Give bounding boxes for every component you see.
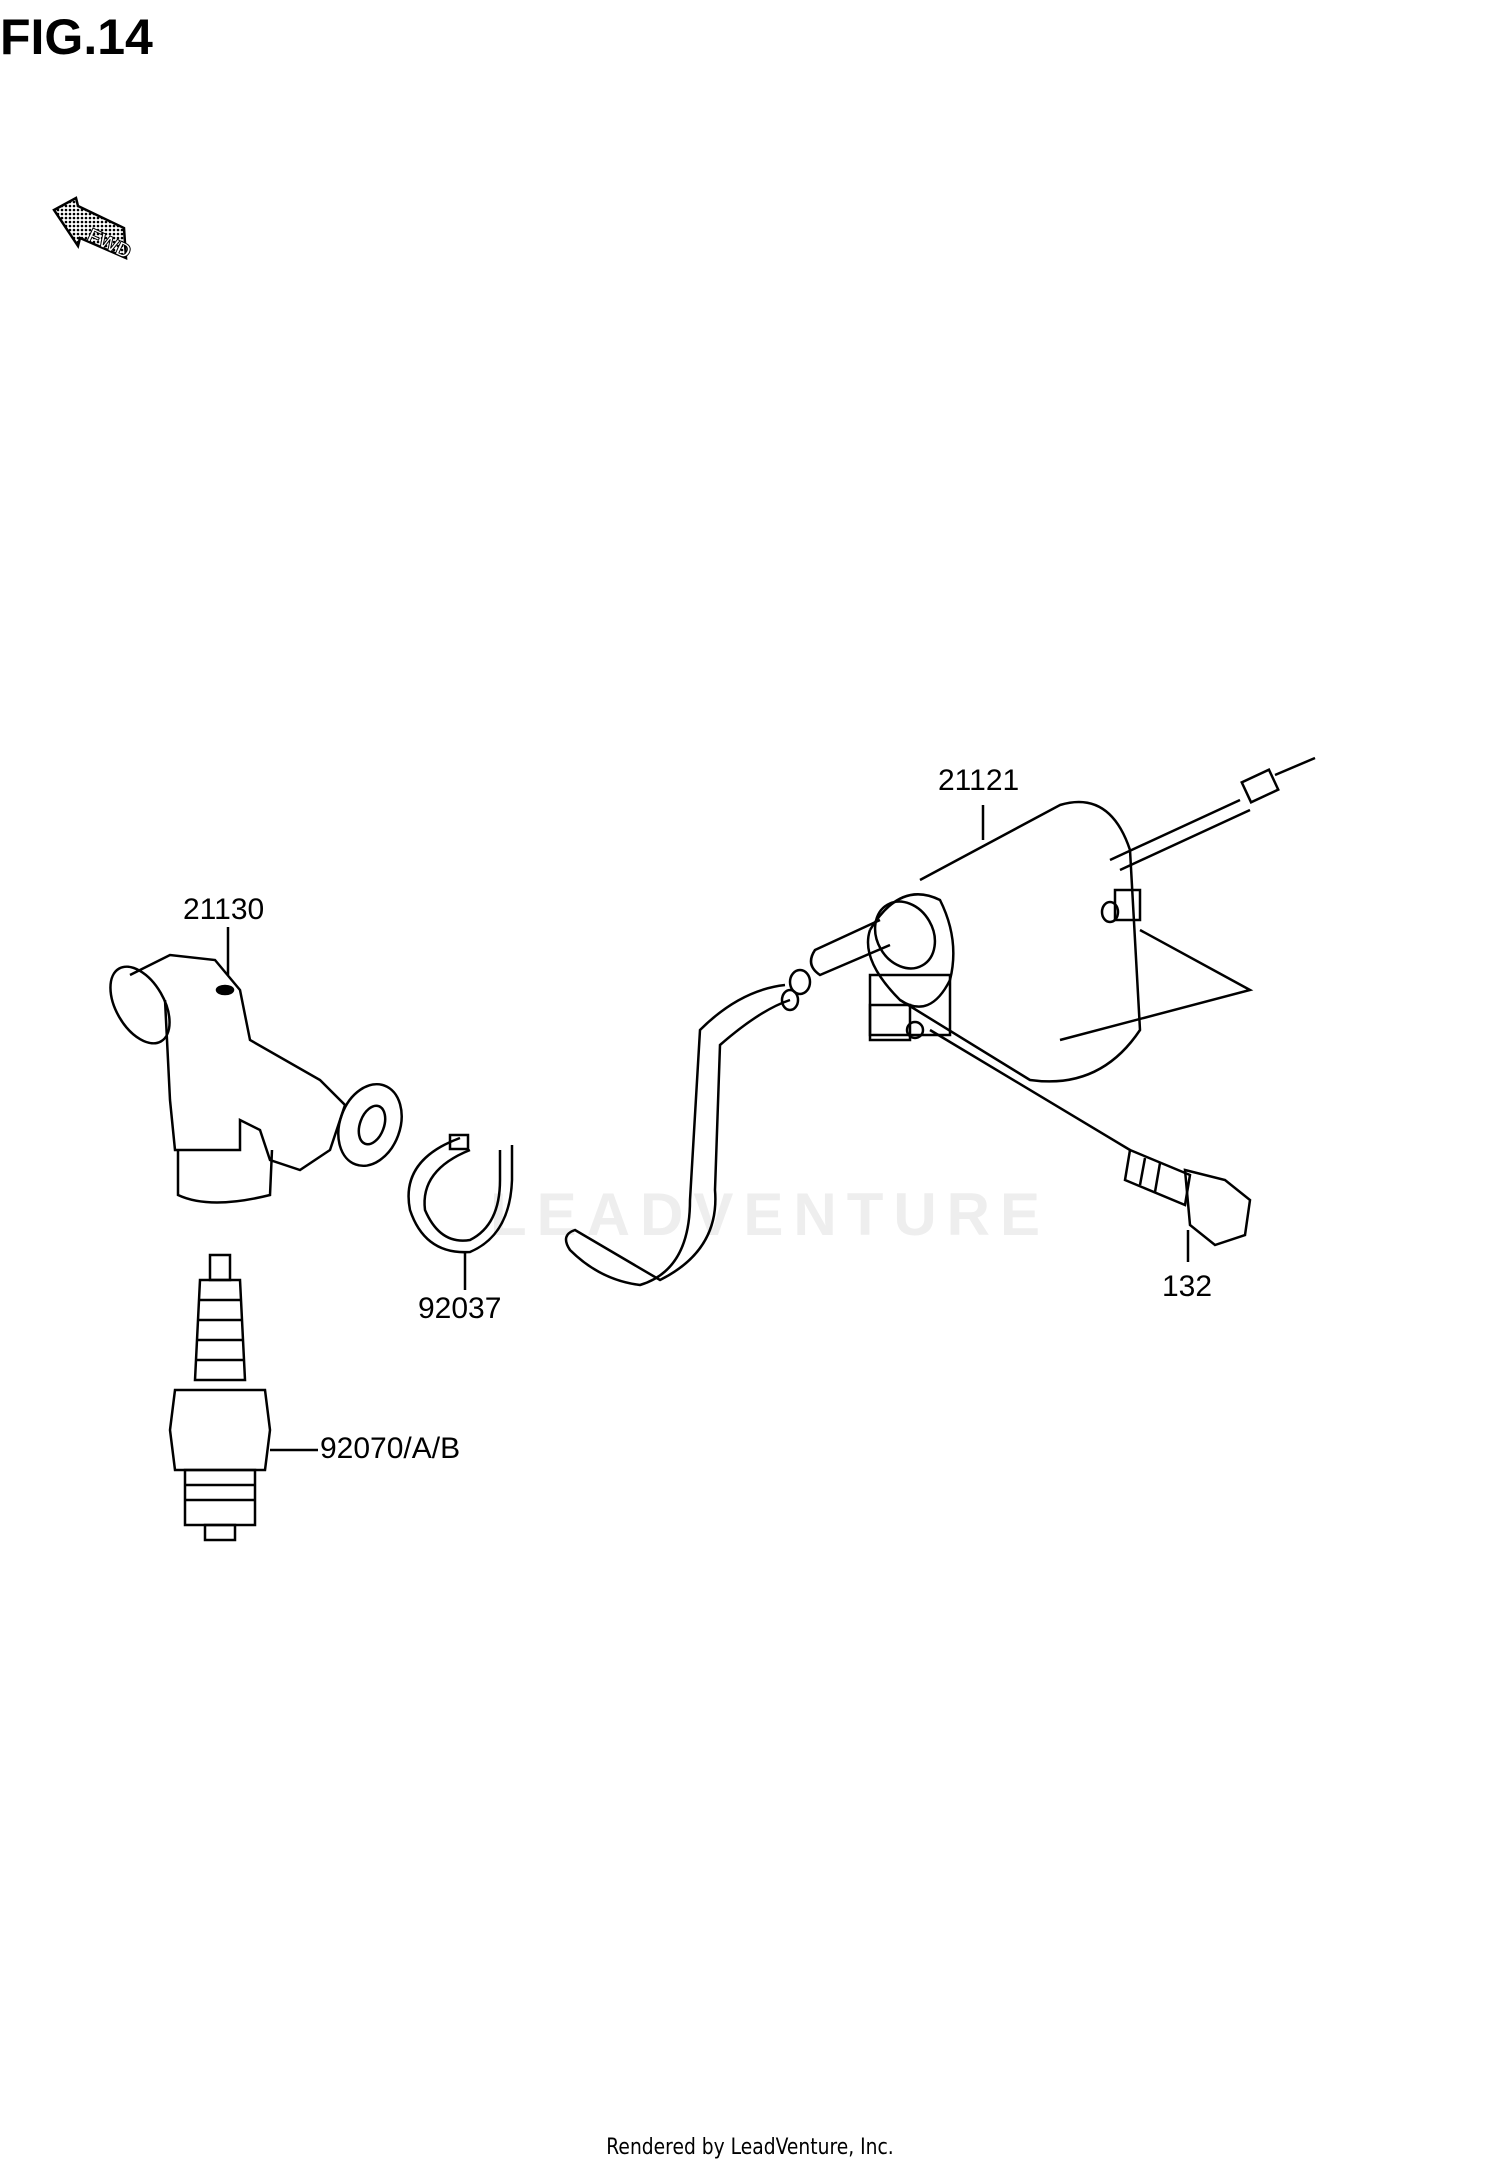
bolt-132 xyxy=(1123,1148,1252,1262)
spark-plug-cap-21130 xyxy=(109,927,403,1204)
footer-credit: Rendered by LeadVenture, Inc. xyxy=(606,2135,894,2160)
watermark: LEADVENTURE xyxy=(490,1181,1051,1248)
fwd-arrow-icon: FWD xyxy=(52,196,135,264)
figure-title: FIG.14 xyxy=(0,9,153,65)
callout-21121: 21121 xyxy=(938,764,1020,797)
callout-92037: 92037 xyxy=(418,1292,502,1325)
high-tension-lead xyxy=(564,968,812,1287)
clamp-92037 xyxy=(407,1133,514,1290)
callout-132: 132 xyxy=(1162,1270,1213,1303)
callout-92070: 92070/A/B xyxy=(320,1432,461,1465)
spark-plug-92070 xyxy=(168,1253,318,1542)
ignition-coil-21121 xyxy=(809,756,1316,1152)
callout-21130: 21130 xyxy=(183,893,265,926)
